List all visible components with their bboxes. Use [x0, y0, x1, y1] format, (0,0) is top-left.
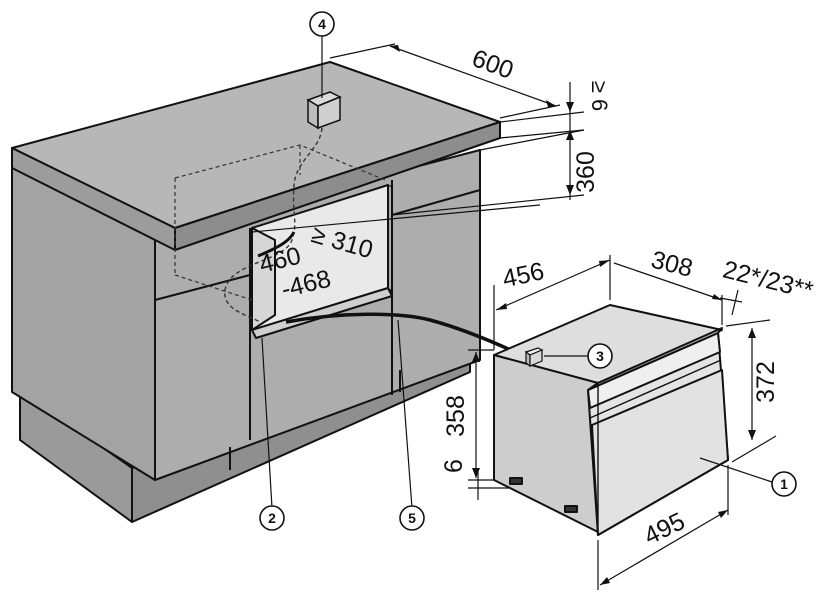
dim-oven-width: 456 — [500, 257, 547, 293]
oven-foot — [509, 477, 523, 485]
dim-front-height: 372 — [752, 361, 780, 403]
callout-3: 3 — [596, 348, 604, 364]
dim-gap-top: ≥ 6 — [587, 81, 612, 111]
niche-inner-left — [251, 227, 276, 331]
dim-cabinet-depth: 600 — [468, 44, 517, 85]
oven-foot — [564, 505, 578, 513]
dimension-arrows — [390, 45, 756, 585]
door-divider — [391, 189, 481, 216]
callout-circles — [259, 11, 797, 531]
callout-5: 5 — [408, 510, 416, 526]
callout-1: 1 — [780, 476, 788, 492]
niche-hidden-outline — [174, 144, 386, 301]
kitchen-cabinet — [11, 61, 501, 523]
oven-front-top-edge — [587, 327, 723, 391]
supply-cable-hidden — [224, 127, 323, 323]
dim-niche-height: 360 — [572, 151, 600, 193]
oven-appliance — [493, 304, 729, 536]
connection-cable — [285, 312, 529, 360]
junction-box — [306, 91, 342, 130]
callout-2: 2 — [268, 510, 276, 526]
dim-front-thickness: 22*/23** — [720, 256, 816, 305]
dim-body-height: 358 — [442, 395, 470, 437]
dimension-lines — [251, 43, 777, 590]
dim-base-gap: 6 — [440, 459, 468, 473]
niche-floor — [251, 287, 393, 339]
callout-4: 4 — [318, 16, 326, 32]
callout-leaders — [261, 36, 773, 509]
supply-cable — [257, 231, 296, 258]
door-divider — [154, 274, 251, 301]
oven-door — [591, 369, 729, 536]
dim-front-width: 495 — [640, 507, 690, 550]
oven-door-gap — [589, 359, 722, 419]
oven-connector — [524, 347, 544, 368]
oven-side — [493, 354, 599, 533]
